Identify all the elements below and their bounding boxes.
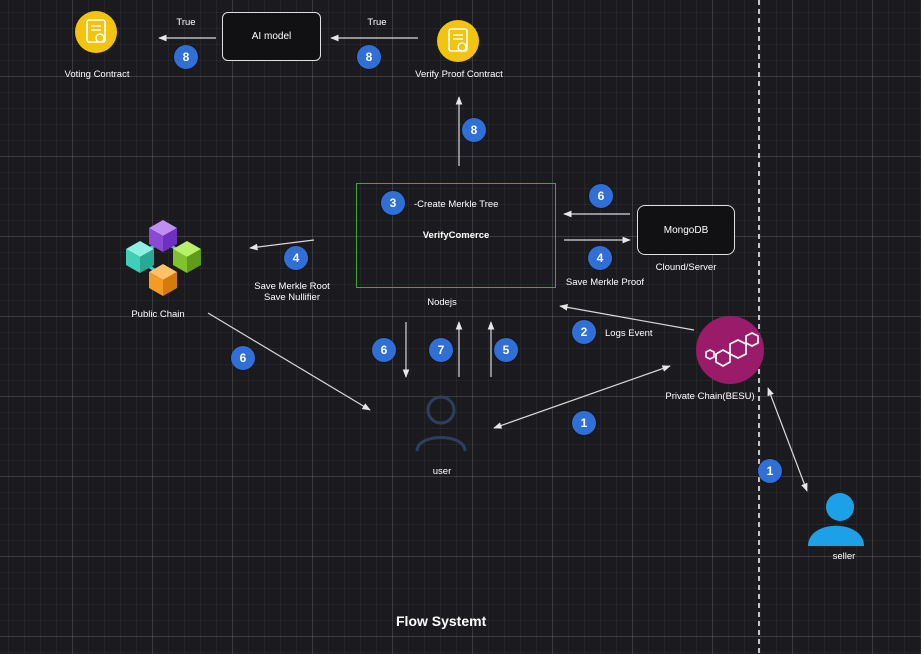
public-chain-blockchain-cubes-icon: [126, 220, 201, 296]
seller-label: seller: [832, 551, 856, 562]
arrow-besu-to-commerce: [559, 304, 695, 331]
user-icon: [415, 395, 467, 452]
private-chain-label: Private Chain(BESU): [665, 391, 755, 402]
save-merkle-root-label: Save Merkle Root: [254, 281, 330, 292]
step-badge-commerce-to-user: 6: [372, 338, 396, 362]
verify-proof-contract-certificate-icon: [437, 20, 479, 62]
seller-icon: [808, 493, 864, 546]
voting-contract-certificate-icon: [75, 11, 117, 53]
mongodb-box: MongoDB: [637, 205, 735, 255]
ai-model-box: AI model: [222, 12, 321, 61]
step-badge-create-tree: 3: [381, 191, 405, 215]
true-label-verify-to-ai: True: [367, 17, 387, 28]
step-badge-user-to-commerce-5: 5: [494, 338, 518, 362]
public-chain-label: Public Chain: [131, 309, 185, 320]
voting-contract-label: Voting Contract: [64, 69, 130, 80]
ai-model-label: AI model: [251, 31, 292, 42]
step-badge-seller-besu: 1: [758, 459, 782, 483]
step-badge-ai-to-voting: 8: [174, 45, 198, 69]
verify-commerce-box: [356, 183, 556, 288]
mongodb-label: MongoDB: [663, 224, 709, 236]
step-badge-verify-to-ai: 8: [357, 45, 381, 69]
arrow-seller-besu: [767, 387, 808, 492]
arrow-user-besu: [493, 365, 671, 429]
step-badge-mongo-to-commerce: 6: [589, 184, 613, 208]
step-badge-public-to-user: 6: [231, 346, 255, 370]
user-label: user: [432, 466, 452, 477]
nodejs-caption: Nodejs: [427, 297, 457, 308]
logs-event-label: Logs Event: [605, 328, 653, 339]
step-badge-user-to-commerce-7: 7: [429, 338, 453, 362]
step-badge-commerce-to-verify: 8: [462, 118, 486, 142]
save-merkle-proof-label: Save Merkle Proof: [565, 277, 645, 288]
private-chain-besu-icon: [696, 316, 764, 384]
verify-commerce-name: VerifyComerce: [422, 230, 490, 241]
mongodb-caption: Clound/Server: [655, 262, 717, 273]
arrow-public-to-user: [207, 312, 371, 411]
diagram-title: Flow Systemt: [396, 613, 487, 629]
step-badge-commerce-to-mongo: 4: [588, 246, 612, 270]
verify-proof-contract-label: Verify Proof Contract: [415, 69, 503, 80]
create-merkle-tree-label: -Create Merkle Tree: [414, 199, 499, 210]
step-badge-commerce-to-public: 4: [284, 246, 308, 270]
step-badge-besu-to-commerce: 2: [572, 320, 596, 344]
true-label-ai-to-voting: True: [176, 17, 196, 28]
step-badge-user-besu: 1: [572, 411, 596, 435]
arrow-commerce-to-public: [249, 239, 315, 251]
save-nullifier-label: Save Nullifier: [264, 292, 320, 303]
